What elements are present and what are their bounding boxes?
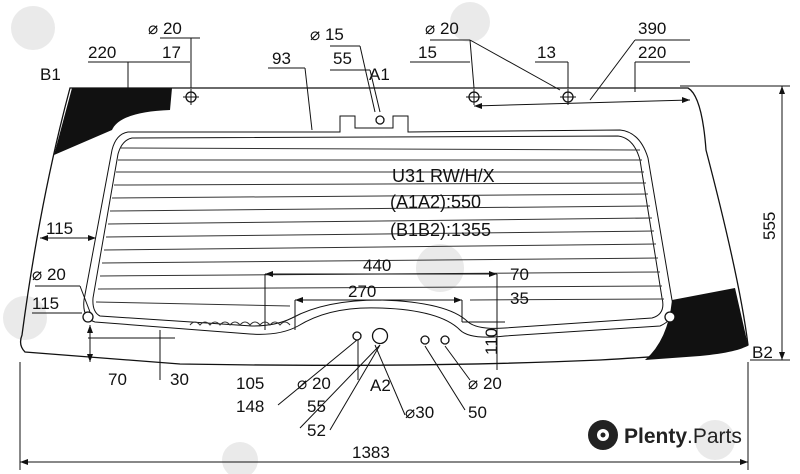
hole-left	[82, 311, 94, 323]
dimension-lines	[19, 37, 790, 470]
dim-bottom-diam30: ⌀30	[405, 403, 434, 422]
hole-a1	[375, 115, 385, 125]
dim-bottom-1383: 1383	[352, 443, 390, 462]
heating-grid	[95, 147, 665, 307]
dim-mid-440: 440	[363, 256, 391, 275]
brand-wordmark: Plenty.Parts	[624, 425, 742, 448]
dim-bottom-55: 55	[307, 397, 326, 416]
dim-top-right-220: 220	[638, 43, 666, 62]
center-b1b2-text: (B1B2):1355	[390, 220, 491, 240]
center-a1a2-text: (A1A2):550	[390, 192, 481, 212]
frit-top-left	[54, 88, 172, 155]
brand-logo: Plenty.Parts	[588, 420, 742, 450]
dim-top-right-diam: ⌀ 20	[425, 19, 459, 38]
dim-top-left-diam: ⌀ 20	[148, 19, 182, 38]
dim-bottom-diam20-right: ⌀ 20	[468, 374, 502, 393]
dim-right-555: 555	[760, 212, 779, 240]
hole-crosshairs	[183, 89, 576, 105]
dim-top-55: 55	[333, 49, 352, 68]
watermark-disc-icon	[3, 296, 47, 340]
watermark-disc-icon	[222, 442, 258, 474]
dim-left-115-a: 115	[46, 219, 73, 238]
hole-a2	[371, 327, 389, 345]
dim-top-left-220: 220	[88, 43, 116, 62]
point-a2-label: A2	[370, 376, 391, 395]
watermark-group	[3, 2, 735, 474]
wiper-wave	[189, 321, 291, 326]
point-b1-label: B1	[40, 65, 61, 84]
dim-left-115-b: 115	[32, 294, 59, 313]
dim-top-right-13: 13	[537, 43, 556, 62]
dim-top-93: 93	[272, 49, 291, 68]
dim-bottom-30: 30	[170, 370, 189, 389]
dim-top-right-390: 390	[638, 19, 666, 38]
glass-outline	[19, 87, 749, 366]
dim-bottom-52: 52	[307, 421, 326, 440]
center-model-text: U31 RW/H/X	[392, 166, 495, 186]
frit-bottom-right	[645, 288, 748, 360]
holes	[82, 91, 676, 345]
dim-bottom-50: 50	[468, 403, 487, 422]
dim-mid-35: 35	[510, 289, 529, 308]
watermark-disc-icon	[450, 2, 490, 42]
hole-bottom-b	[420, 335, 430, 345]
arrowheads	[20, 86, 785, 465]
dim-bottom-70: 70	[108, 370, 127, 389]
dim-bottom-148: 148	[236, 397, 264, 416]
dim-bottom-105: 105	[236, 374, 264, 393]
watermark-disc-icon	[11, 6, 55, 50]
dim-left-diam20: ⌀ 20	[32, 265, 66, 284]
dim-mid-110: 110	[482, 328, 501, 355]
dim-top-left-17: 17	[162, 43, 181, 62]
hole-bottom-c	[440, 335, 450, 345]
hole-right	[664, 311, 676, 323]
point-a1-label: A1	[369, 65, 390, 84]
point-b2-label: B2	[752, 343, 773, 362]
dim-top-diam15: ⌀ 15	[310, 25, 344, 44]
dim-mid-70: 70	[510, 265, 529, 284]
dim-bottom-diam20-left: ⌀ 20	[297, 374, 331, 393]
watermark-disc-icon	[695, 420, 735, 460]
watermark-disc-icon	[416, 244, 464, 292]
dim-top-right-15: 15	[418, 43, 437, 62]
hole-bottom-a	[352, 331, 362, 341]
dim-mid-270: 270	[348, 282, 376, 301]
